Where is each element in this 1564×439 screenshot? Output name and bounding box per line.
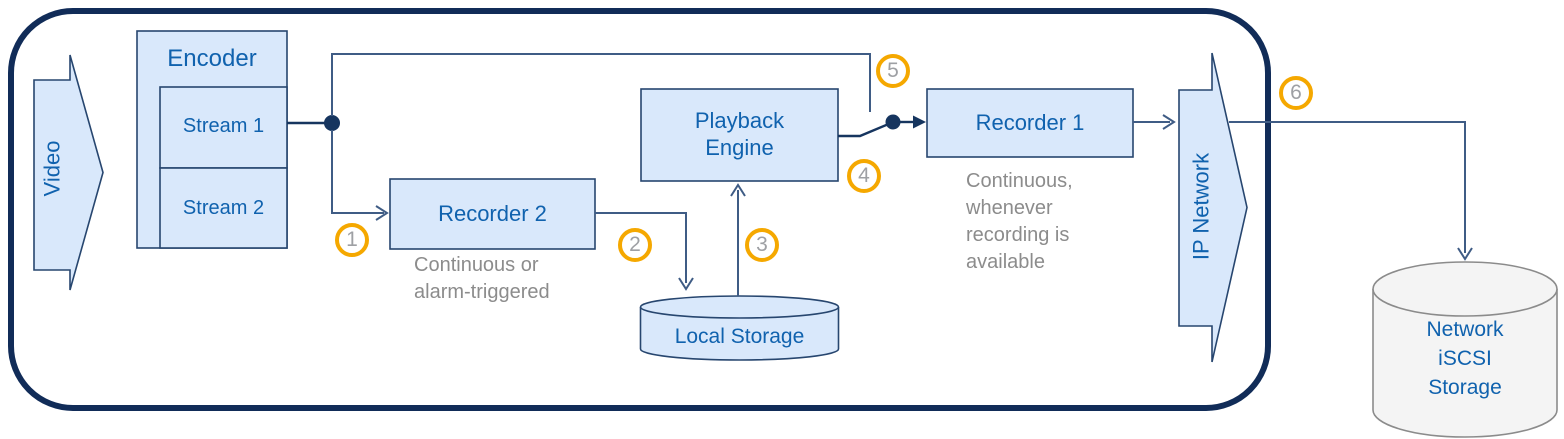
arrowhead-into-ipnetwork [1162, 114, 1176, 130]
ip-network-arrow-shape [1178, 52, 1248, 363]
encoder-label: Encoder [167, 45, 257, 72]
video-label: Video [39, 140, 65, 197]
playback-engine-label: Playback Engine [694, 108, 785, 160]
iscsi-cylinder-top [1372, 261, 1558, 317]
system-boundary-border [8, 8, 1271, 411]
arrowhead-into-playback [730, 183, 746, 197]
stream2-label: Stream 2 [182, 197, 265, 219]
iscsi-storage-label: Network iSCSI Storage [1426, 318, 1504, 399]
recorder1-box [926, 88, 1134, 158]
recorder2-label: Recorder 2 [438, 201, 547, 226]
video-arrow-shape [33, 54, 104, 291]
connector-to-recorder2 [331, 130, 384, 214]
step-badge-2: 2 [618, 228, 652, 262]
arrowhead-into-iscsi [1457, 247, 1473, 261]
connector-playback-switch [838, 121, 892, 138]
recorder1-label: Recorder 1 [975, 110, 1085, 135]
playback-engine-box [640, 88, 839, 182]
iscsi-cylinder-body [1372, 289, 1558, 438]
solid-arrowhead-into-recorder1 [913, 115, 926, 129]
step-badge-3: 3 [745, 228, 779, 262]
step-badge-4: 4 [847, 159, 881, 193]
recorder2-box [389, 178, 596, 250]
stream1-label: Stream 1 [182, 115, 265, 137]
ip-network-label: IP Network [1188, 152, 1214, 261]
connector-recorder2-to-storage [595, 212, 687, 283]
local-storage-label: Local Storage [674, 325, 805, 348]
step-badge-6: 6 [1279, 76, 1313, 110]
local-storage-cylinder-body [639, 307, 840, 361]
switch-junction-dot [885, 114, 901, 130]
step-badge-1: 1 [335, 223, 369, 257]
arrowhead-into-local-storage [678, 277, 694, 291]
step-badge-5: 5 [876, 54, 910, 88]
connector-live-stream-rail [331, 53, 871, 116]
junction-dot [324, 115, 340, 131]
recorder1-caption: Continuous, whenever recording is availa… [966, 170, 1073, 273]
connector-ipnetwork-to-iscsi [1229, 121, 1466, 253]
recorder2-caption: Continuous or alarm-triggered [414, 254, 550, 303]
local-storage-cylinder-top [639, 295, 840, 319]
arrowhead-into-recorder2 [375, 205, 389, 221]
stream2-box [159, 167, 288, 249]
